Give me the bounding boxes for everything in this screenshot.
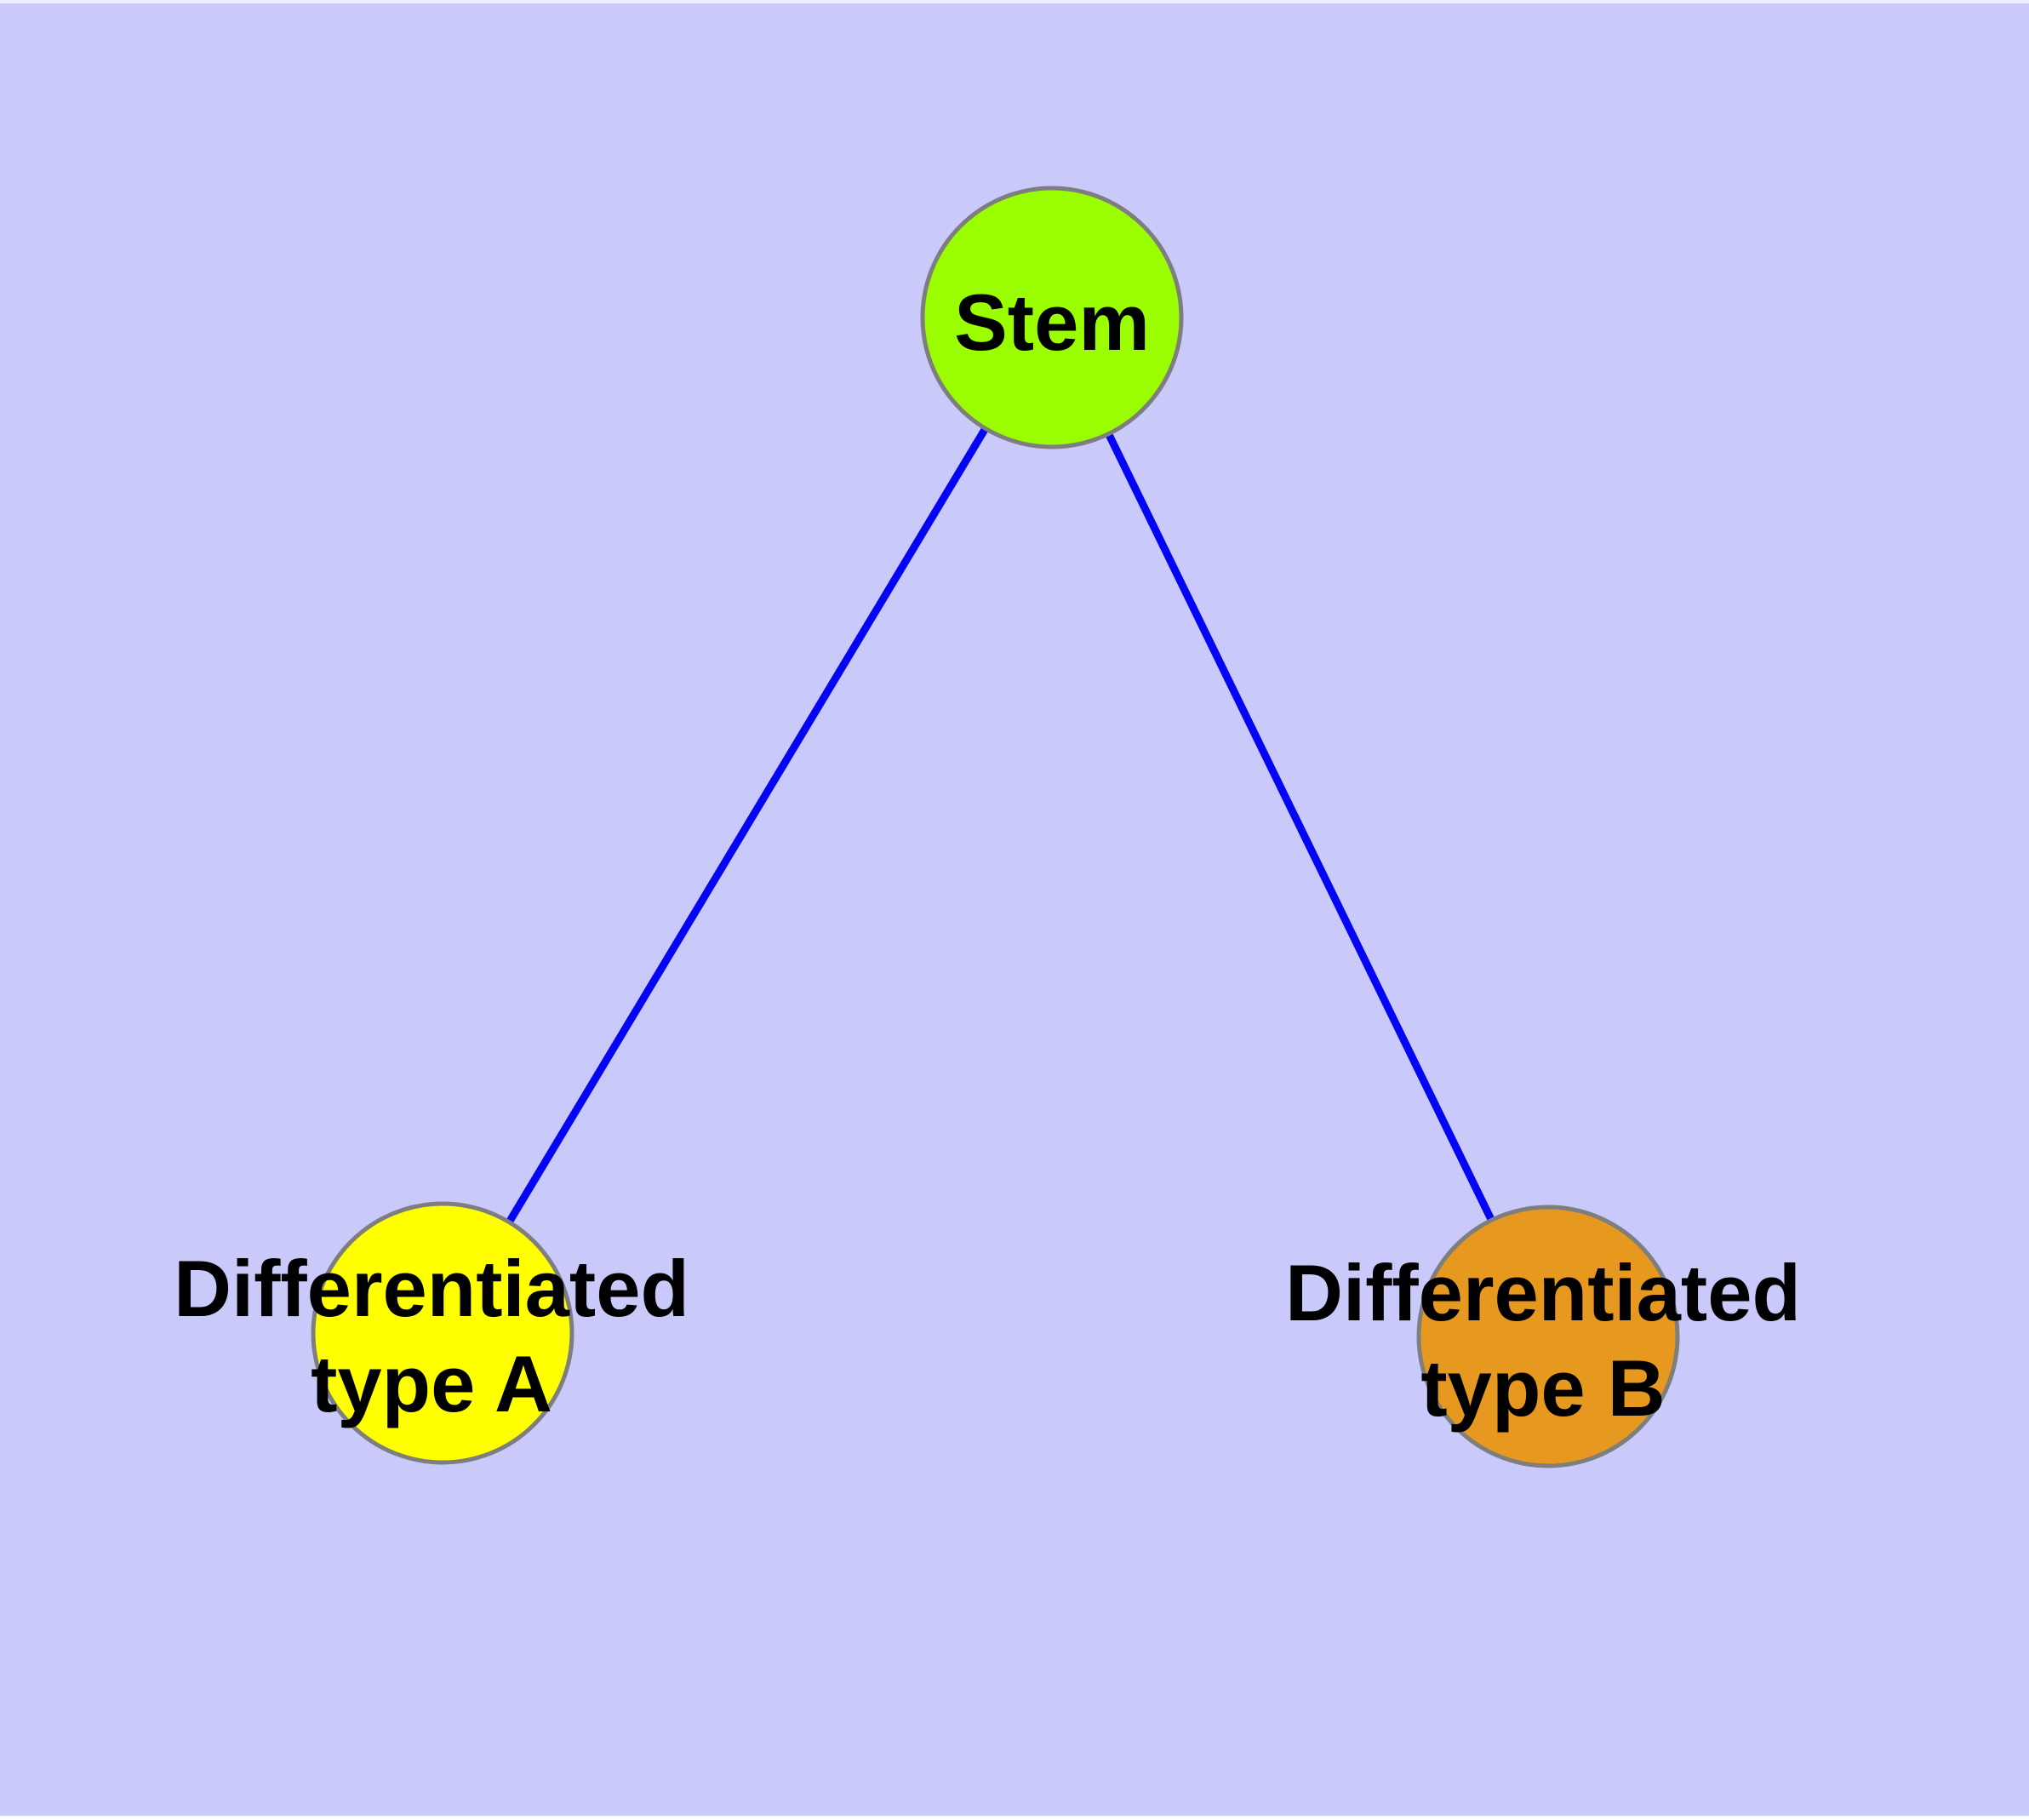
- edge-stem-to-type-a: [439, 315, 1055, 1336]
- node-type-b[interactable]: Differentiated type B: [1285, 1205, 1801, 1468]
- node-type-b-label-line1: Differentiated: [1285, 1248, 1801, 1337]
- node-type-a-label-line1: Differentiated: [174, 1244, 689, 1333]
- node-stem[interactable]: Stem: [920, 186, 1184, 449]
- edge-group: [439, 315, 1552, 1338]
- edge-stem-to-type-b: [1048, 316, 1552, 1338]
- node-type-a[interactable]: Differentiated type A: [174, 1201, 689, 1465]
- node-type-b-circle[interactable]: [1416, 1205, 1680, 1468]
- node-type-a-label-line2: type A: [311, 1339, 552, 1428]
- node-stem-circle[interactable]: [920, 186, 1184, 449]
- node-type-b-label-line2: type B: [1420, 1343, 1665, 1433]
- canvas-bottom-edge: [0, 1816, 2029, 1820]
- node-stem-label: Stem: [954, 278, 1150, 367]
- node-type-a-circle[interactable]: [311, 1201, 574, 1465]
- canvas-top-edge: [0, 0, 2029, 3]
